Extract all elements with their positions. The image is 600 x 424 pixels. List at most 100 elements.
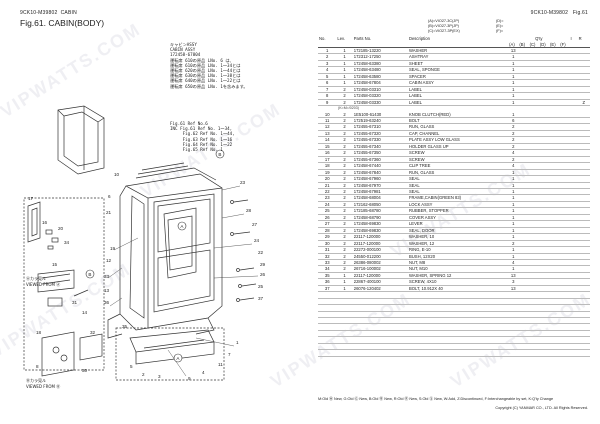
cell-qty-empty [549,47,560,55]
cell-desc: SHEET [407,60,509,68]
cell-i [569,79,578,87]
cell-i [569,111,578,118]
cell-no: 33 [318,259,337,267]
cell-r [577,278,590,286]
cell-lev: 2 [336,86,353,94]
table-row-empty [318,336,590,344]
cell-desc: SEAL, DOOR [407,227,509,235]
cell-lev: 1 [336,53,353,61]
cell-qty-empty [538,136,550,144]
cell-qty-empty [538,240,550,248]
cell-qty-empty [559,47,570,55]
cell-desc: RING, E-10 [407,246,509,254]
cell-qty-empty [559,66,570,74]
table-subheader-row: (A) (B) (C) (D) (E) (F) [318,42,590,48]
cell-r: Z [577,99,590,107]
cell-r [577,130,590,138]
callout-b: B [88,272,91,277]
cell-no: 37 [318,285,337,293]
cell-qty-a: 1 [508,73,519,81]
cell-qty-empty [538,47,550,55]
cell-no: 19 [318,169,337,177]
ref-number: 3 [158,374,161,379]
cell-qty-a: 2 [508,136,519,144]
cell-lev: 1 [336,272,353,280]
cell-qty-empty [549,265,560,273]
cell-qty-empty [538,188,550,196]
cell-pn: 172458-68004 [352,194,408,202]
cell-i [569,99,578,107]
cell-desc: SEAL [407,175,509,183]
cell-qty-empty [549,99,560,107]
cell-qty-empty [549,253,560,260]
cell-qty-empty [538,130,550,138]
cell-qty-empty [518,149,529,157]
col-i: I [570,36,572,42]
cell-pn: 172458-69830 [352,227,408,235]
cell-qty-empty [528,194,539,202]
doc-code-right: 9CK10-M39802 Fig.61 [530,10,588,16]
cell-qty-empty [518,99,529,107]
cell-qty-empty [528,259,539,267]
cell-pn: 22867-400100 [352,278,408,286]
callout-b: B [218,152,221,157]
cell-qty-empty [549,272,560,280]
cell-qty-empty [528,169,539,177]
cell-qty-empty [549,130,560,138]
cell-r [577,47,590,55]
cell-qty-empty [528,143,539,151]
cell-qty-empty [528,149,539,157]
cell-qty-empty [528,156,539,164]
cell-i [569,143,578,151]
ref-number: 21 [106,210,112,215]
cell-lev: 2 [336,156,353,164]
cell-qty-empty [518,123,529,131]
cell-r [577,220,590,228]
doc-code-left: 9CK10-M39802 CABIN [20,10,77,16]
cell-qty-a: 1 [508,201,519,209]
cell-pn: 26076-120402 [352,285,408,293]
cell-r [577,73,590,81]
cell-qty-empty [559,60,570,68]
cell-qty-empty [518,214,529,222]
cell-no: 10 [318,111,337,118]
cell-desc: CAP, CHANNEL [407,130,509,138]
ref-number: 9 [188,376,191,381]
cell-pn: 22117-120000 [352,233,408,241]
cell-lev: 2 [336,194,353,202]
cell-lev: 2 [336,117,353,125]
cell-qty-empty [559,92,570,100]
cell-qty-empty [528,86,539,94]
cell-r [577,253,590,260]
cell-qty-empty [538,86,550,94]
cell-qty-empty [518,79,529,87]
cell-qty-empty [559,220,570,228]
qty-col-b: (B) [519,41,525,47]
cell-i [569,182,578,190]
cell-qty-empty [518,201,529,209]
cell-i [569,201,578,209]
cell-pn: 172312-17250 [352,53,408,61]
cell-qty-empty [528,265,539,273]
cell-no: 4 [318,66,337,74]
cell-qty-empty [528,207,539,215]
cell-desc: SEAL [407,188,509,196]
cell-r [577,194,590,202]
cell-qty-a: 13 [508,272,519,280]
cell-pn: 172455-67310 [352,123,408,131]
cell-qty-empty [518,117,529,125]
cell-lev: 1 [336,60,353,68]
cell-no: 36 [318,278,337,286]
cell-i [569,66,578,74]
cell-pn: 22272-000100 [352,246,408,254]
ref-number: 35 [122,324,128,329]
cell-r [577,149,590,157]
cell-qty-empty [538,60,550,68]
